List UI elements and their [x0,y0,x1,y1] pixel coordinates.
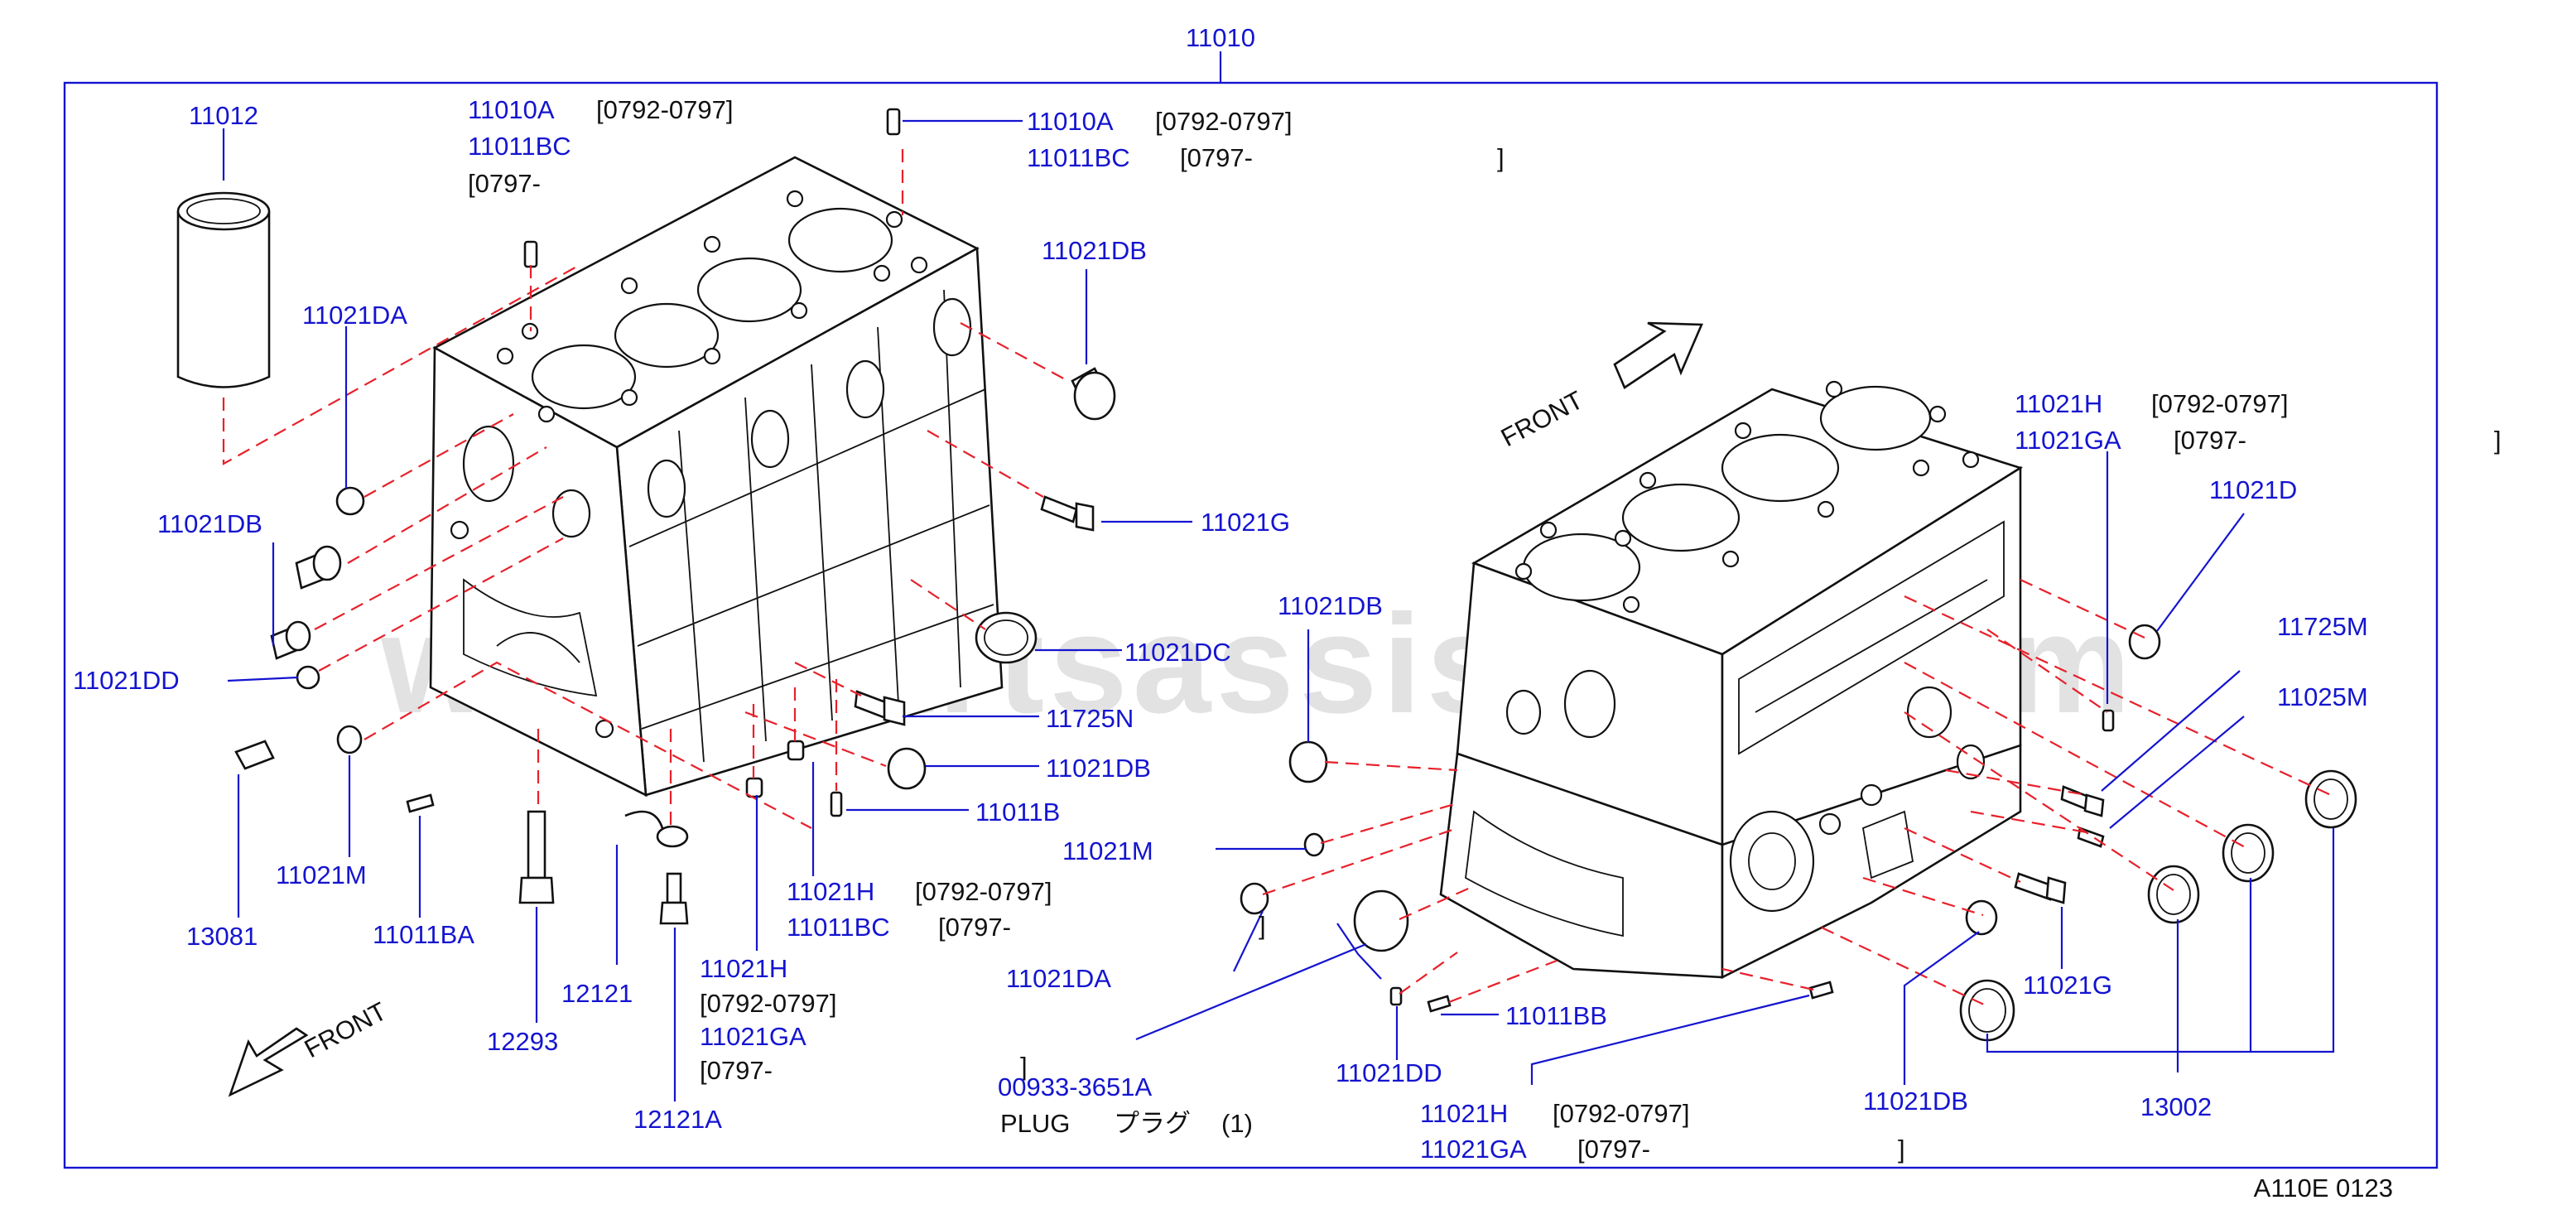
svg-text:[0792-0797]: [0792-0797] [596,95,733,124]
callout-11021M-1[interactable]: 11021M [276,860,367,889]
callout-11011B[interactable]: 11011B [975,798,1060,827]
svg-text:(1): (1) [1221,1109,1253,1138]
svg-text:[0792-0797]: [0792-0797] [915,877,1052,906]
callout-11021GA-3[interactable]: 11021GA [2015,426,2121,455]
svg-text:]: ] [1898,1135,1905,1164]
svg-text:FRONT: FRONT [300,996,392,1063]
callout-11021G-1[interactable]: 11021G [1201,508,1290,537]
callout-11021DD-2[interactable]: 11021DD [1336,1058,1442,1087]
callout-12121A[interactable]: 12121A [633,1105,722,1134]
callout-11021DB-4[interactable]: 11021DB [1278,591,1383,620]
svg-text:]: ] [1497,143,1505,172]
left-parts [176,108,1116,925]
svg-text:[0792-0797]: [0792-0797] [700,989,836,1018]
callout-11011BB[interactable]: 11011BB [1505,1001,1607,1030]
svg-text:[0797-: [0797- [938,913,1011,942]
callout-11021DB-3[interactable]: 11021DB [1046,754,1151,783]
callout-11021H-1[interactable]: 11021H [787,877,874,906]
callout-11011BC-3[interactable]: 11011BC [787,913,890,942]
callout-11021DB-2[interactable]: 11021DB [157,509,262,538]
cylinder-block-right [1439,380,2024,980]
callout-11725M[interactable]: 11725M [2277,612,2368,641]
callout-12121[interactable]: 12121 [561,979,633,1008]
svg-text:[0797-: [0797- [700,1056,773,1085]
callout-11021D[interactable]: 11021D [2209,475,2297,504]
callout-11011BC-right[interactable]: 11011BC [1027,143,1130,172]
callout-11021H-4[interactable]: 11021H [1420,1099,1508,1128]
callout-00933-3651A[interactable]: 00933-3651A [998,1072,1152,1101]
callout-11021DB-5[interactable]: 11021DB [1863,1087,1968,1116]
svg-text:FRONT: FRONT [1496,385,1588,452]
svg-text:[0797-: [0797- [468,169,541,198]
cylinder-block-left [429,156,1004,798]
assembly-lines [222,149,2332,1007]
callout-11011BA[interactable]: 11011BA [373,920,474,949]
callout-11012[interactable]: 11012 [189,101,258,130]
callout-11021DC[interactable]: 11021DC [1124,638,1231,667]
callout-11021H-3[interactable]: 11021H [2015,389,2102,418]
svg-text:]: ] [1020,1052,1028,1081]
callout-11021DA-2[interactable]: 11021DA [1006,964,1111,993]
callout-11021GA-4[interactable]: 11021GA [1420,1135,1527,1164]
front-arrow-right: FRONT [1496,321,1703,452]
diagram-frame [63,81,2439,1169]
svg-text:プラグ: プラグ [1114,1109,1191,1138]
callout-11010A-right[interactable]: 11010A [1027,107,1114,136]
leader-lines [222,119,2335,1101]
callout-13002[interactable]: 13002 [2140,1092,2212,1121]
callout-12293[interactable]: 12293 [487,1027,558,1056]
svg-text:[0792-0797]: [0792-0797] [1155,107,1292,136]
svg-text:[0797-: [0797- [2174,426,2246,455]
diagram-code: A110E 0123 [2254,1174,2393,1202]
callout-11021GA-2[interactable]: 11021GA [700,1022,807,1051]
callout-11021DD-1[interactable]: 11021DD [73,666,180,695]
right-parts [1240,624,2357,1042]
callout-11021DA-1[interactable]: 11021DA [302,301,407,330]
svg-text:[0797-: [0797- [1577,1135,1650,1164]
callout-11011BC-left[interactable]: 11011BC [468,132,571,161]
svg-text:[0797-: [0797- [1180,143,1253,172]
svg-text:]: ] [1259,911,1266,940]
assembly-number[interactable]: 11010 [1186,23,1255,52]
svg-text:PLUG: PLUG [1000,1109,1070,1138]
callout-11725N[interactable]: 11725N [1046,704,1134,733]
callouts: 11012 11010A [0792-0797] 11011BC [0797- … [73,95,2501,1164]
callout-11021M-2[interactable]: 11021M [1062,836,1153,865]
callout-11025M[interactable]: 11025M [2277,682,2368,711]
callout-11021G-2[interactable]: 11021G [2023,971,2112,1000]
front-arrow-left: FRONT [228,996,392,1097]
callout-11021DB-1[interactable]: 11021DB [1042,236,1147,265]
callout-11021H-2[interactable]: 11021H [700,954,787,983]
callout-13081[interactable]: 13081 [186,922,258,951]
svg-text:[0792-0797]: [0792-0797] [1553,1099,1689,1128]
callout-11010A-left[interactable]: 11010A [468,95,555,124]
svg-text:]: ] [2494,426,2501,455]
svg-text:[0792-0797]: [0792-0797] [2151,389,2288,418]
